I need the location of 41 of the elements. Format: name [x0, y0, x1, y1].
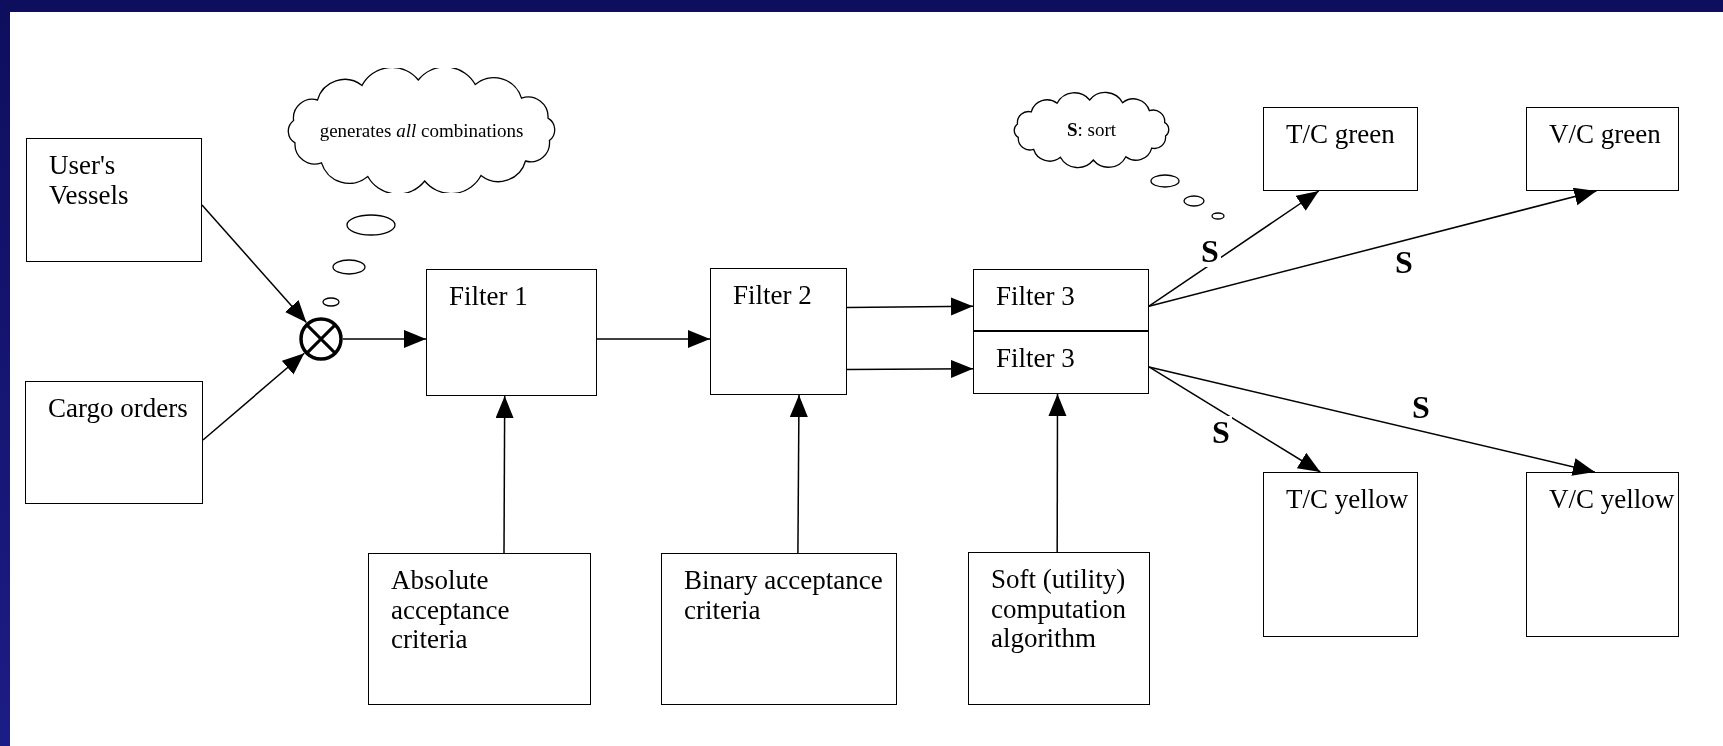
box-label: T/C yellow	[1286, 485, 1409, 515]
process-box	[710, 268, 847, 395]
process-box	[661, 553, 897, 705]
arrow	[1048, 393, 1067, 553]
box-label: Absolute acceptance criteria	[391, 566, 511, 656]
arrow	[1148, 190, 1320, 307]
box-label: T/C green	[1286, 120, 1395, 150]
cloud-text: generates all combinations	[318, 118, 525, 143]
arrow	[789, 394, 808, 554]
process-box	[426, 269, 597, 396]
process-box	[973, 269, 1149, 331]
box-label: Filter 3	[996, 282, 1075, 312]
arrow	[596, 330, 711, 349]
process-box	[973, 331, 1149, 394]
process-box	[368, 553, 591, 705]
process-box	[1263, 472, 1418, 637]
arrow	[342, 329, 427, 348]
box-label: Filter 1	[449, 282, 528, 312]
arrow	[1148, 187, 1598, 307]
process-box	[26, 138, 202, 262]
arrow	[202, 352, 306, 441]
arrow	[846, 297, 974, 316]
cloud-text: S: sort	[1065, 118, 1118, 142]
box-label: Filter 2	[733, 281, 812, 311]
process-box	[968, 552, 1150, 705]
box-label: User's Vessels	[49, 151, 130, 211]
arrow	[495, 395, 514, 554]
arrow	[201, 204, 308, 324]
process-box	[1526, 107, 1679, 191]
arrow	[1148, 366, 1596, 476]
box-label: Cargo orders	[48, 394, 188, 424]
process-box	[25, 381, 203, 504]
process-box	[1526, 472, 1679, 637]
box-label: Binary acceptance criteria	[684, 566, 884, 626]
box-label: V/C yellow	[1549, 485, 1675, 515]
box-label: Filter 3	[996, 344, 1075, 374]
arrow	[846, 359, 974, 378]
box-label: V/C green	[1549, 120, 1661, 150]
box-label: Soft (utility) computation algorithm	[991, 565, 1127, 655]
process-box	[1263, 107, 1418, 191]
arrow	[1148, 366, 1322, 473]
